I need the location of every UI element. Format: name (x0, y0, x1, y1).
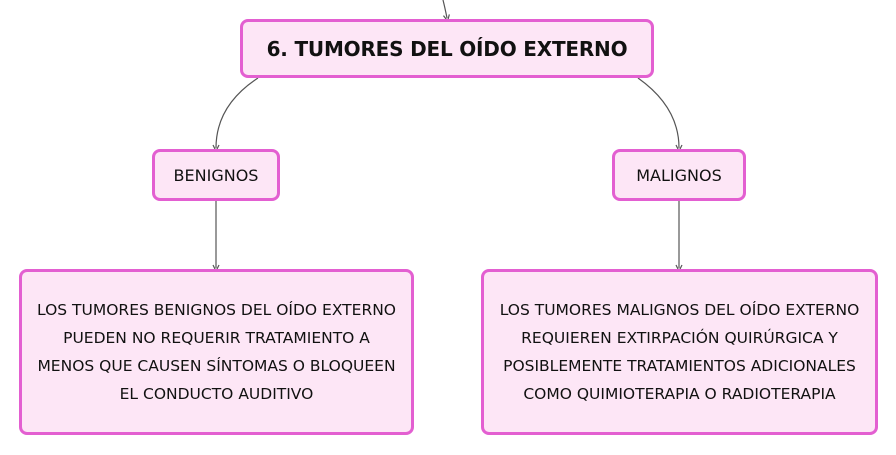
connector-incoming-root (442, 0, 447, 18)
malignos-label: MALIGNOS (636, 165, 722, 185)
benignos-description-node[interactable]: LOS TUMORES BENIGNOS DEL OÍDO EXTERNO PU… (19, 269, 414, 435)
malignos-node[interactable]: MALIGNOS (612, 149, 746, 201)
benignos-node[interactable]: BENIGNOS (152, 149, 280, 201)
benignos-description-text: LOS TUMORES BENIGNOS DEL OÍDO EXTERNO PU… (36, 301, 397, 403)
connector-root-malignos (637, 77, 679, 148)
root-topic-label: 6. TUMORES DEL OÍDO EXTERNO (266, 36, 628, 61)
root-topic-node[interactable]: 6. TUMORES DEL OÍDO EXTERNO (240, 19, 654, 78)
connector-root-benignos (216, 77, 259, 148)
benignos-label: BENIGNOS (173, 165, 259, 185)
malignos-description-node[interactable]: LOS TUMORES MALIGNOS DEL OÍDO EXTERNO RE… (481, 269, 878, 435)
malignos-description-text: LOS TUMORES MALIGNOS DEL OÍDO EXTERNO RE… (499, 301, 860, 403)
